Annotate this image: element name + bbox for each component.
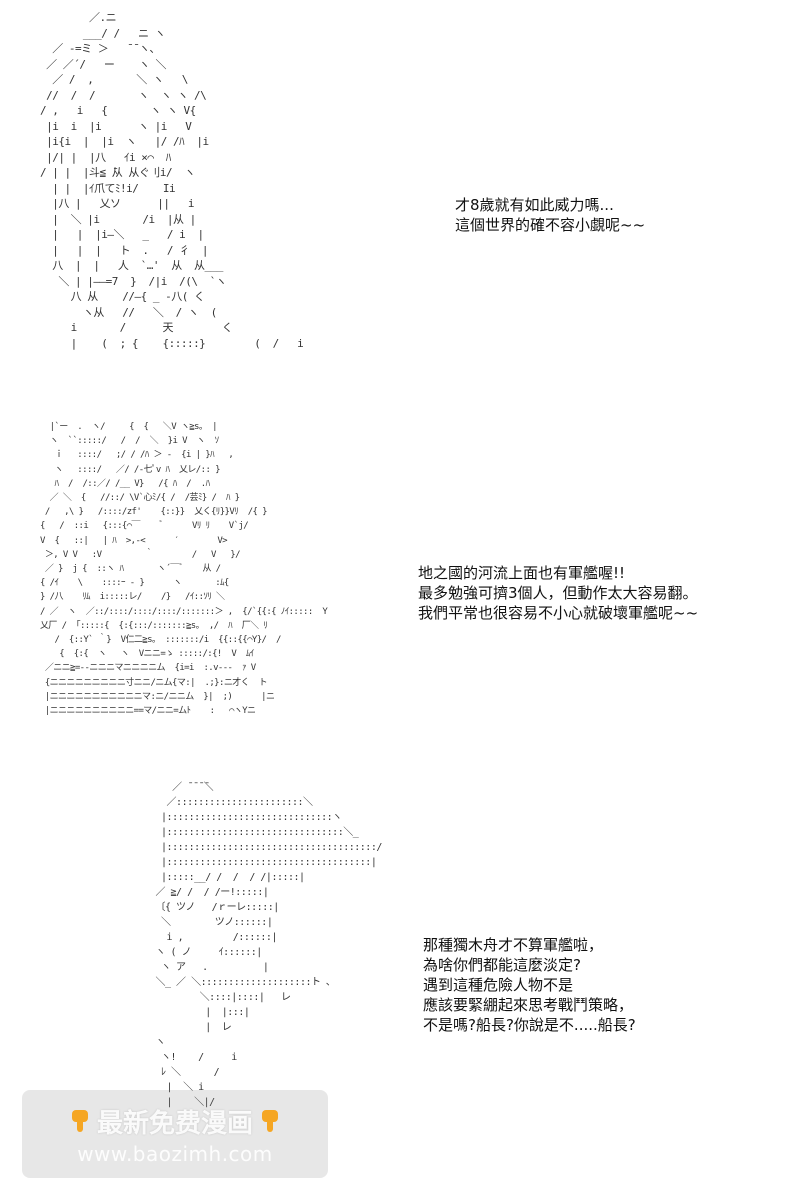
watermark-title-row: 最新免费漫画 <box>69 1103 281 1140</box>
ascii-art-character-1: ／.ニ ___/ / ニ ヽ ／ -=ミ ＞ ̄ ̄ ヽ、 ／ ／´/ ー ヽ … <box>40 11 304 350</box>
dialogue-line: 最多勉強可擠3個人，但動作太大容易翻。 <box>418 584 698 602</box>
manga-panel-3: ／ ̄ ̄ ̄ ̄＼ ／:::::::::::::::::::::::＼ |::… <box>0 760 800 1200</box>
dialogue-line: 遇到這種危險人物不是 <box>423 976 574 994</box>
dialogue-line: 應該要緊綳起來思考戰鬥策略， <box>423 996 634 1014</box>
dialogue-line: 那種獨木舟才不算軍艦啦， <box>423 936 604 954</box>
dialogue-line: 我們平常也很容易不小心就破壞軍艦呢~~ <box>418 604 699 622</box>
dialogue-line: 為啥你們都能這麼淡定? <box>423 956 581 974</box>
watermark-title: 最新免费漫画 <box>96 1108 253 1139</box>
site-watermark: 最新免费漫画 www.baozimh.com <box>22 1090 328 1178</box>
watermark-url: www.baozimh.com <box>77 1141 273 1166</box>
dialogue-line: 地之國的河流上面也有軍艦喔!! <box>418 564 626 582</box>
dialogue-block-3: 那種獨木舟才不算軍艦啦， 為啥你們都能這麼淡定? 遇到這種危險人物不是 應該要緊… <box>423 935 636 1035</box>
ascii-art-character-3: ／ ̄ ̄ ̄ ̄＼ ／:::::::::::::::::::::::＼ |::… <box>155 782 383 1108</box>
dialogue-line: 才8歲就有如此威力嗎... <box>455 196 614 214</box>
dialogue-line: 不是嗎?船長?你說是不.....船長? <box>423 1016 636 1034</box>
dialogue-line: 這個世界的確不容小覷呢~~ <box>455 216 646 234</box>
pointing-down-hand-icon <box>259 1108 281 1134</box>
manga-panel-2: |`ー . ヽ/ { { ＼V ヽ≧s。 | ヽ ``:::::/ / / ＼ … <box>0 390 800 750</box>
manga-panel-1: ／.ニ ___/ / ニ ヽ ／ -=ミ ＞ ̄ ̄ ヽ、 ／ ／´/ ー ヽ … <box>0 0 800 390</box>
dialogue-block-2: 地之國的河流上面也有軍艦喔!! 最多勉強可擠3個人，但動作太大容易翻。 我們平常… <box>418 563 698 623</box>
dialogue-block-1: 才8歲就有如此威力嗎... 這個世界的確不容小覷呢~~ <box>455 195 645 235</box>
ascii-art-character-2: |`ー . ヽ/ { { ＼V ヽ≧s。 | ヽ ``:::::/ / / ＼ … <box>40 422 328 717</box>
pointing-down-hand-icon <box>69 1108 91 1134</box>
